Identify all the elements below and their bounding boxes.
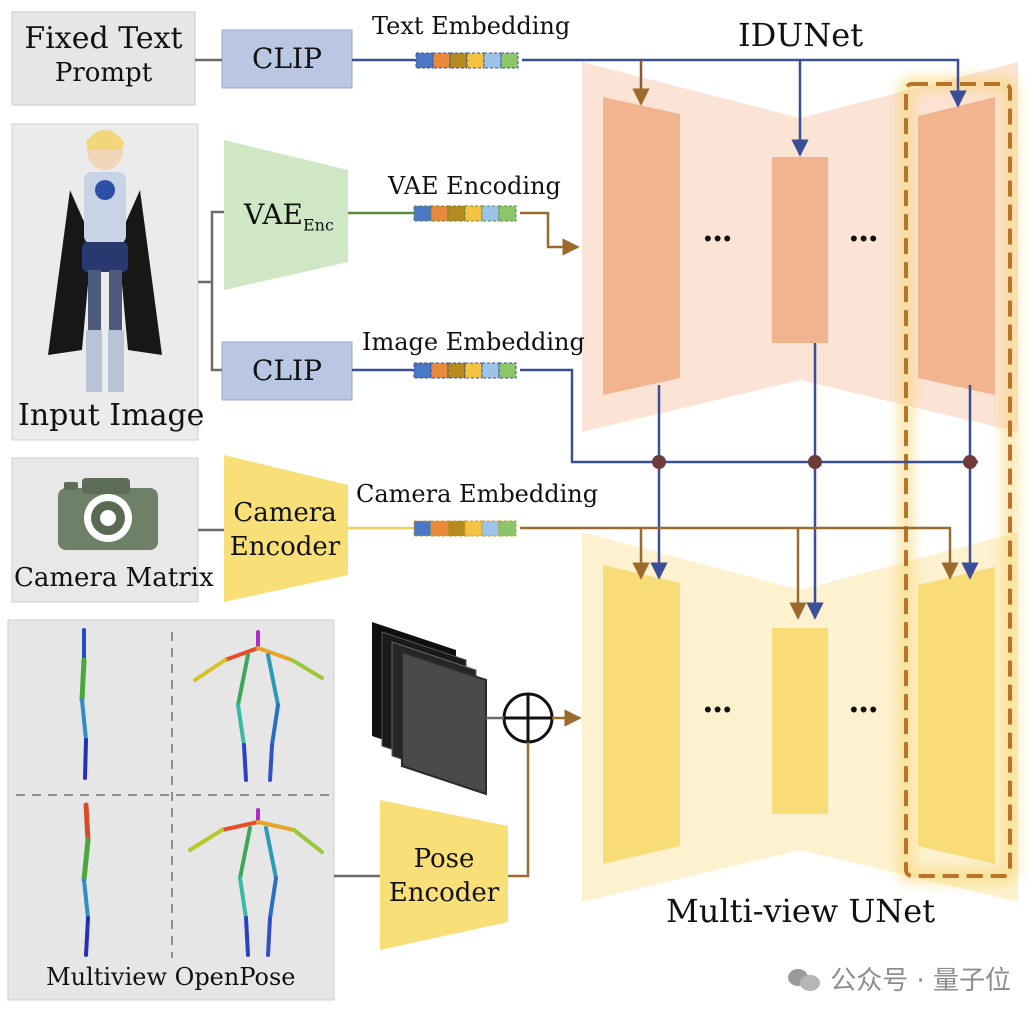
camera-encoder-label: Camera Encoder [222,496,348,564]
camera-encoder [224,455,348,602]
clip-text-label: CLIP [252,42,322,75]
pose-skeleton-front-1 [193,630,324,782]
clip-image-encoder [221,341,353,401]
vae-enc-main: VAE [244,198,303,231]
watermark: 公众号 · 量子位 [788,960,1011,997]
camera-encoder-line-2: Encoder [229,532,341,562]
multiview-unet-title: Multi-view UNet [666,892,936,930]
add-operator-icon [502,692,554,744]
clip-image-label: CLIP [252,354,322,387]
camera-embedding-tokens [413,520,517,537]
idunet-block-3 [918,97,995,395]
token-cell [481,205,500,222]
pose-skeleton-side-2 [81,802,91,957]
pose-encoder-line-1: Pose [413,844,475,874]
camera-encoder-line-1: Camera [233,498,337,528]
token-cell [498,205,517,222]
token-cell [464,362,483,379]
token-cell [449,52,468,69]
token-cell [500,52,519,69]
token-cell [430,520,449,537]
noise-stack [372,622,487,796]
unet-ellipsis-2: ••• [850,697,880,722]
token-cell [466,52,485,69]
token-cell [464,520,483,537]
wechat-icon [788,966,822,992]
pose-encoder-label: Pose Encoder [380,842,508,910]
junction-dots [652,455,977,469]
token-cell [413,362,432,379]
token-cell [413,520,432,537]
watermark-text: 公众号 · 量子位 [830,966,1011,996]
token-cell [447,362,466,379]
camera-embedding-label: Camera Embedding [356,480,599,508]
vae-encoding-line-b [520,211,580,256]
openpose-grid [16,632,330,958]
vae-enc-label: VAEEnc [244,198,334,235]
unet-block-2 [772,628,828,814]
token-cell [413,205,432,222]
token-cell [447,520,466,537]
character-figure [48,130,162,392]
text-embedding-path [352,58,967,157]
pose-skeleton-front-2 [188,808,324,957]
image-embedding-tokens [413,362,517,379]
multiview-openpose-label: Multiview OpenPose [46,963,296,991]
fixed-text-label: Fixed Text Prompt [12,22,195,90]
pose-skeleton-side-1 [79,628,88,780]
vae-enc-sub: Enc [302,215,334,235]
token-cell [483,52,502,69]
token-cell [432,52,451,69]
clip-text-encoder [221,29,353,89]
input-image-panel [11,123,199,441]
pose-encoder [380,800,508,950]
token-cell [415,52,434,69]
token-cell [481,520,500,537]
token-cell [447,205,466,222]
image-embedding-label: Image Embedding [362,328,585,356]
pose-path [508,709,582,878]
camera-embedding-line-b [520,526,959,620]
idunet-ellipsis-2: ••• [850,226,880,251]
unet-ellipsis-1: ••• [704,697,734,722]
text-embedding-label: Text Embedding [372,12,571,40]
token-cell [481,362,500,379]
input-connectors [195,58,504,878]
idunet-block-2 [772,157,828,343]
fixed-text-line-1: Fixed Text [24,21,183,56]
image-embedding-line-b [520,368,978,464]
embedding-token-strips [413,52,519,537]
input-image-label: Input Image [18,398,205,433]
pose-encoder-line-2: Encoder [388,878,500,908]
token-cell [498,362,517,379]
highlight-dashed-box [904,82,1012,878]
token-cell [430,205,449,222]
token-cell [464,205,483,222]
vae-encoding-tokens [413,205,517,222]
camera-matrix-label: Camera Matrix [14,563,214,593]
idunet-ellipsis-1: ••• [704,226,734,251]
token-cell [430,362,449,379]
vae-encoding-label: VAE Encoding [388,172,561,200]
unet-block-1 [603,565,680,864]
fixed-text-prompt-box [11,11,196,106]
idunet-block-1 [603,97,680,395]
fixed-text-line-2: Prompt [54,58,153,88]
unet-block-3 [918,567,995,864]
vae-encoder [224,140,348,290]
camera-icon [58,478,158,550]
token-cell [498,520,517,537]
idunet-to-unet-connections [650,343,979,620]
text-embedding-tokens [415,52,519,69]
idunet-title: IDUNet [738,16,864,54]
